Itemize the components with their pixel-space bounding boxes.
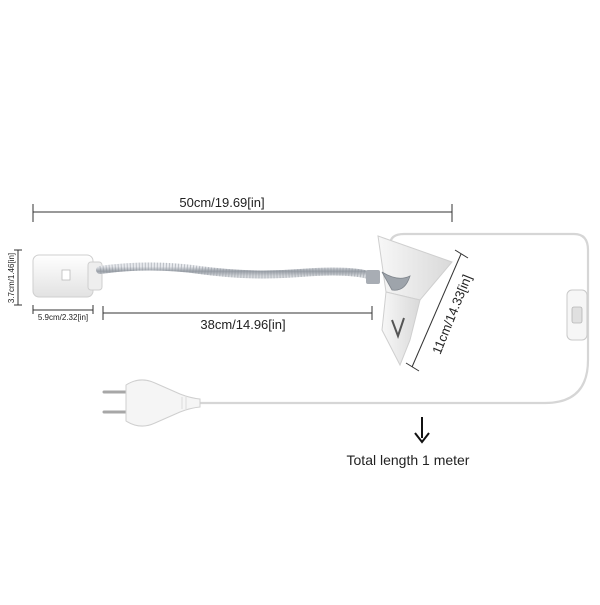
gooseneck-length-label: 38cm/14.96[in] [200, 317, 285, 332]
socket-width-dimension: 5.9cm/2.32[in] [32, 305, 94, 322]
clip-teeth [391, 317, 405, 339]
gooseneck-ribs [99, 262, 374, 280]
clip-dim-tick-bottom [405, 362, 420, 372]
arrow-head [414, 432, 430, 444]
arrow-down-icon [414, 417, 430, 444]
clip-dim-tick-top [454, 249, 469, 259]
socket-height-dimension: 3.7cm/1.46[in] [7, 249, 22, 306]
inline-switch-icon [566, 289, 588, 341]
gooseneck-arm [96, 262, 376, 280]
spring-clip-icon [366, 235, 453, 367]
socket-slot [61, 269, 71, 281]
plug-body [125, 379, 201, 427]
power-cable [200, 232, 590, 405]
socket-height-label: 3.7cm/1.46[in] [7, 253, 16, 303]
total-length-caption: Total length 1 meter [347, 452, 470, 468]
gooseneck-length-dimension: 38cm/14.96[in] [102, 306, 373, 332]
cable-line [200, 232, 590, 405]
eu-plug-icon [102, 379, 201, 427]
overall-length-label: 50cm/19.69[in] [179, 195, 264, 210]
socket-width-label: 5.9cm/2.32[in] [38, 313, 88, 322]
overall-length-dimension: 50cm/19.69[in] [32, 195, 453, 222]
clip-spring [380, 270, 411, 291]
switch-button [571, 306, 583, 324]
clip-joint [366, 270, 380, 284]
clip-dim-line [411, 253, 462, 368]
clip-length-label: 11cm/14.33[in] [429, 272, 474, 356]
clip-upper-jaw [377, 235, 453, 301]
lamp-socket-icon [32, 254, 103, 298]
